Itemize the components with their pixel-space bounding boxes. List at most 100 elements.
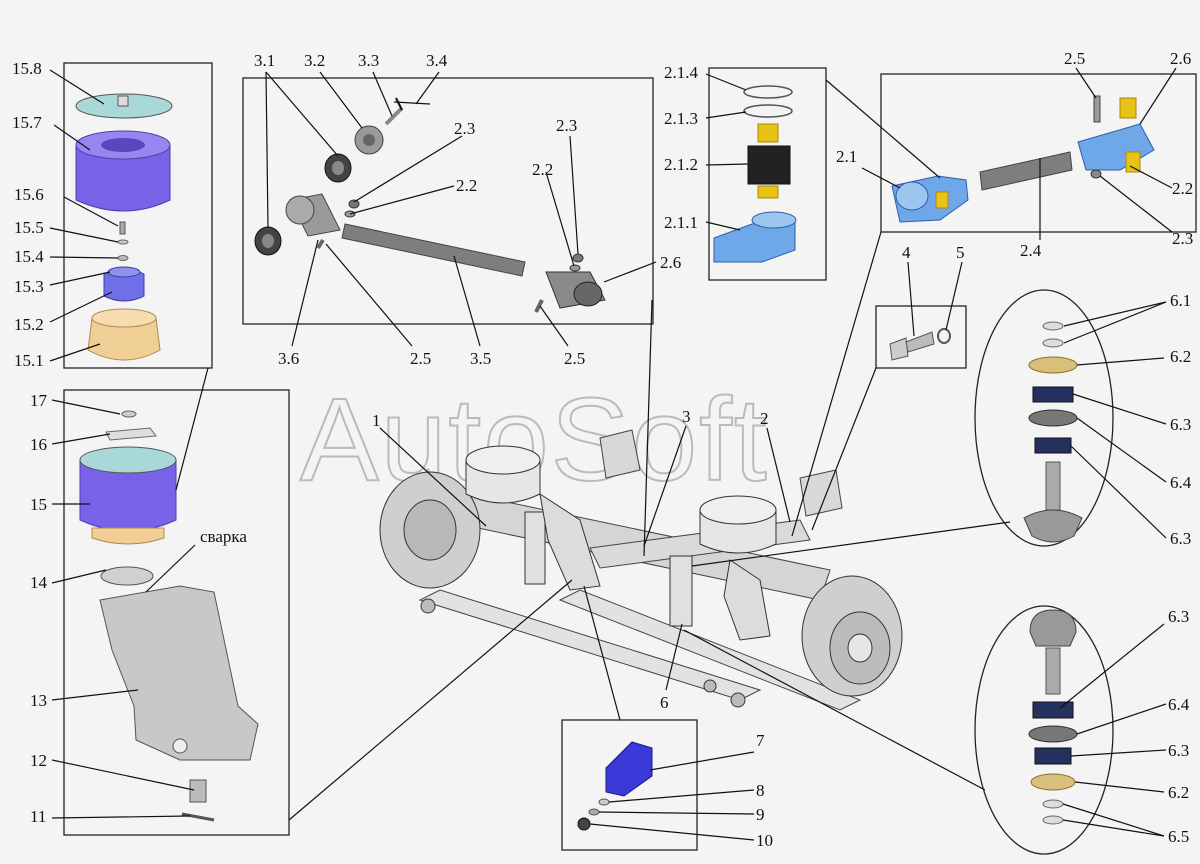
rod-end-exploded	[713, 85, 797, 263]
nut-15-4	[117, 255, 129, 261]
rod-end-3-6-eye	[285, 195, 315, 225]
insert-3-2-hole	[363, 134, 375, 146]
bolt-3-3	[384, 106, 404, 126]
tube-2-4	[979, 151, 1073, 191]
label-15-6: 15.6	[14, 185, 44, 204]
label-8: 8	[756, 781, 765, 800]
label-2-6-a: 2.6	[660, 253, 681, 272]
label-weld: сварка	[200, 527, 247, 546]
label-3-4: 3.4	[426, 51, 448, 70]
bushing-6-3-a	[1032, 386, 1074, 403]
left-hub-center	[403, 499, 457, 561]
label-15: 15	[30, 495, 47, 514]
reaction-rod-exploded	[254, 97, 606, 313]
cotter-3-4	[395, 97, 403, 111]
rod-end-2-1-pin	[935, 191, 949, 209]
part-labels: 15.8 15.7 15.6 15.5 15.4 15.3 15.2 15.1 …	[12, 49, 1193, 850]
label-2-1-3: 2.1.3	[664, 109, 698, 128]
label-2-4: 2.4	[1020, 241, 1042, 260]
label-2-1: 2.1	[836, 147, 857, 166]
detail-frame-bump-stop	[561, 719, 698, 851]
rod-end-2-6-left-eye	[573, 281, 603, 307]
label-6-1: 6.1	[1170, 291, 1191, 310]
label-3-1: 3.1	[254, 51, 275, 70]
piston-15	[91, 527, 165, 545]
bellow-opening-15-7	[101, 138, 145, 152]
bracket-hole-13	[172, 738, 188, 754]
axle-bracket-right	[723, 559, 771, 641]
label-6-3-b: 6.3	[1170, 529, 1191, 548]
nut-6-1-b	[1042, 338, 1064, 348]
washer-8	[598, 798, 610, 806]
label-6-5: 6.5	[1168, 827, 1189, 846]
bushing-2-1-2	[747, 145, 791, 185]
washer-5	[937, 328, 951, 344]
bushing-6-3-d	[1034, 747, 1072, 765]
washer-6-4-lower	[1028, 725, 1078, 743]
bushing-6-3-b	[1034, 437, 1072, 454]
label-2-3-a: 2.3	[454, 119, 475, 138]
rod-6-3	[1045, 461, 1061, 511]
label-5: 5	[956, 243, 965, 262]
washer-6-2	[1028, 356, 1078, 374]
label-15-3: 15.3	[14, 277, 44, 296]
label-7: 7	[756, 731, 765, 750]
mount-6-3	[1023, 509, 1083, 543]
axle-assembly	[379, 429, 903, 711]
right-hub-cap	[847, 633, 873, 663]
nut-10	[577, 817, 591, 831]
ring-2-1-4	[743, 85, 793, 99]
nut-2-3-right	[572, 253, 584, 263]
label-2-6-b: 2.6	[1170, 49, 1191, 68]
air-bellow-exploded	[75, 93, 173, 361]
bump-stop-exploded	[577, 741, 653, 831]
label-2-3-b: 2.3	[556, 116, 577, 135]
label-15-1: 15.1	[14, 351, 44, 370]
housing-2-1-1	[713, 217, 796, 263]
plate-16	[105, 427, 157, 441]
shock-lower-exploded	[1028, 609, 1078, 825]
label-3-3: 3.3	[358, 51, 379, 70]
bolt-shank-4	[905, 331, 935, 353]
nut-2-3-left	[348, 199, 360, 209]
detail-ellipse-shock-lower	[974, 605, 1114, 855]
label-6-2-a: 6.2	[1170, 347, 1191, 366]
label-15-8: 15.8	[12, 59, 42, 78]
shock-upper-exploded	[1023, 321, 1083, 543]
label-16: 16	[30, 435, 47, 454]
label-15-5: 15.5	[14, 218, 44, 237]
bushing-3-1-left-hole	[262, 234, 274, 248]
washer-15-5	[117, 239, 129, 245]
label-3-5: 3.5	[470, 349, 491, 368]
label-15-7: 15.7	[12, 113, 42, 132]
rod-assembly-exploded	[891, 95, 1155, 223]
rod-end-2-6-pin-bottom	[1125, 151, 1141, 173]
bracket-exploded	[79, 410, 259, 822]
bump-stop-7	[605, 741, 653, 797]
label-2-2-c: 2.2	[1172, 179, 1193, 198]
bellow-body-15-7	[75, 144, 171, 212]
ring-2-1-3	[743, 104, 793, 118]
label-14: 14	[30, 573, 48, 592]
label-17: 17	[30, 391, 48, 410]
leader-lines	[49, 67, 1177, 841]
washer-6-4	[1028, 409, 1078, 427]
bellow-top-15	[79, 446, 177, 474]
rod-6-3-lower	[1045, 647, 1061, 695]
rod-end-2-1-eye	[895, 181, 929, 211]
piston-15-1	[87, 317, 161, 361]
label-6-3-d: 6.3	[1168, 741, 1189, 760]
detail-frame-air-bellow	[63, 62, 213, 369]
nut-6-5-b	[1042, 815, 1064, 825]
mount-6-3-lower	[1029, 609, 1077, 647]
label-3: 3	[682, 407, 691, 426]
tie-rod-end-left	[420, 598, 436, 614]
pin-11	[181, 812, 215, 822]
label-2-5-b: 2.5	[564, 349, 585, 368]
axle-bellow-right-top	[699, 495, 777, 525]
piston-top-15-1	[91, 308, 157, 328]
label-6-4-b: 6.4	[1168, 695, 1190, 714]
shock-absorber-right	[669, 555, 693, 627]
detail-ellipse-shock-upper	[974, 289, 1114, 547]
detail-frame-reaction-rod	[242, 77, 654, 325]
